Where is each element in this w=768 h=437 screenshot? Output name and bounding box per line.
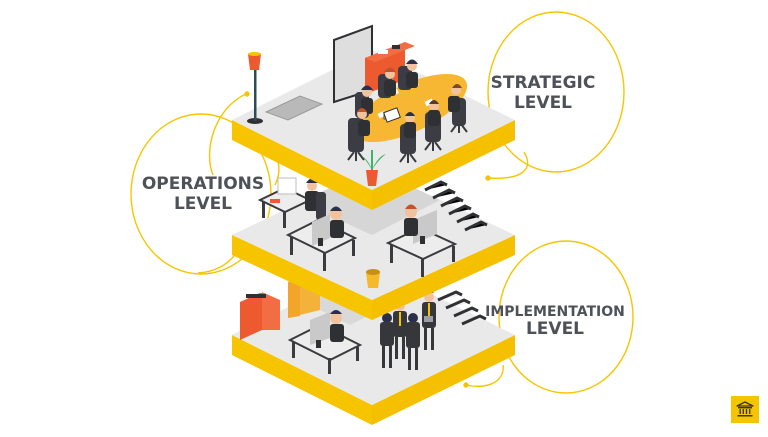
connector-strategic-down [489,151,529,179]
implementation-circle [498,240,634,394]
connector-implementation [465,364,504,387]
bank-building-icon [736,401,754,417]
desk-bottom [287,310,363,374]
strategic-label-line1: STRATEGIC [490,73,596,93]
potted-plant [358,150,386,186]
implementation-label-line1: IMPLEMENTATION [485,304,625,320]
stairs-middle [424,180,488,232]
meeting-people [347,59,468,163]
desk-operations-1 [257,177,326,228]
operations-label-line1: OPERATIONS [141,174,265,194]
connector-strategic-up [208,93,247,176]
connector-operations [197,251,238,274]
strategic-circle [487,11,625,173]
strategic-label-line2: LEVEL [513,92,573,113]
orange-shelf [240,290,280,340]
desk-operations-2 [285,206,358,271]
operations-label-line2: LEVEL [173,193,233,214]
desk-operations-3 [385,204,458,277]
trash-bin [366,269,380,288]
floor-strategic [232,24,515,210]
strategic-level-label: STRATEGIC LEVEL [478,73,608,113]
operations-level-label: OPERATIONS LEVEL [128,174,278,214]
floor-vent [264,95,324,121]
implementation-label-line2: LEVEL [525,319,585,340]
implementation-level-label: IMPLEMENTATION LEVEL [480,304,630,340]
standing-group [380,289,436,370]
stairs-bottom [437,290,487,326]
floor-lamp [247,52,263,124]
logo-badge [731,396,759,423]
